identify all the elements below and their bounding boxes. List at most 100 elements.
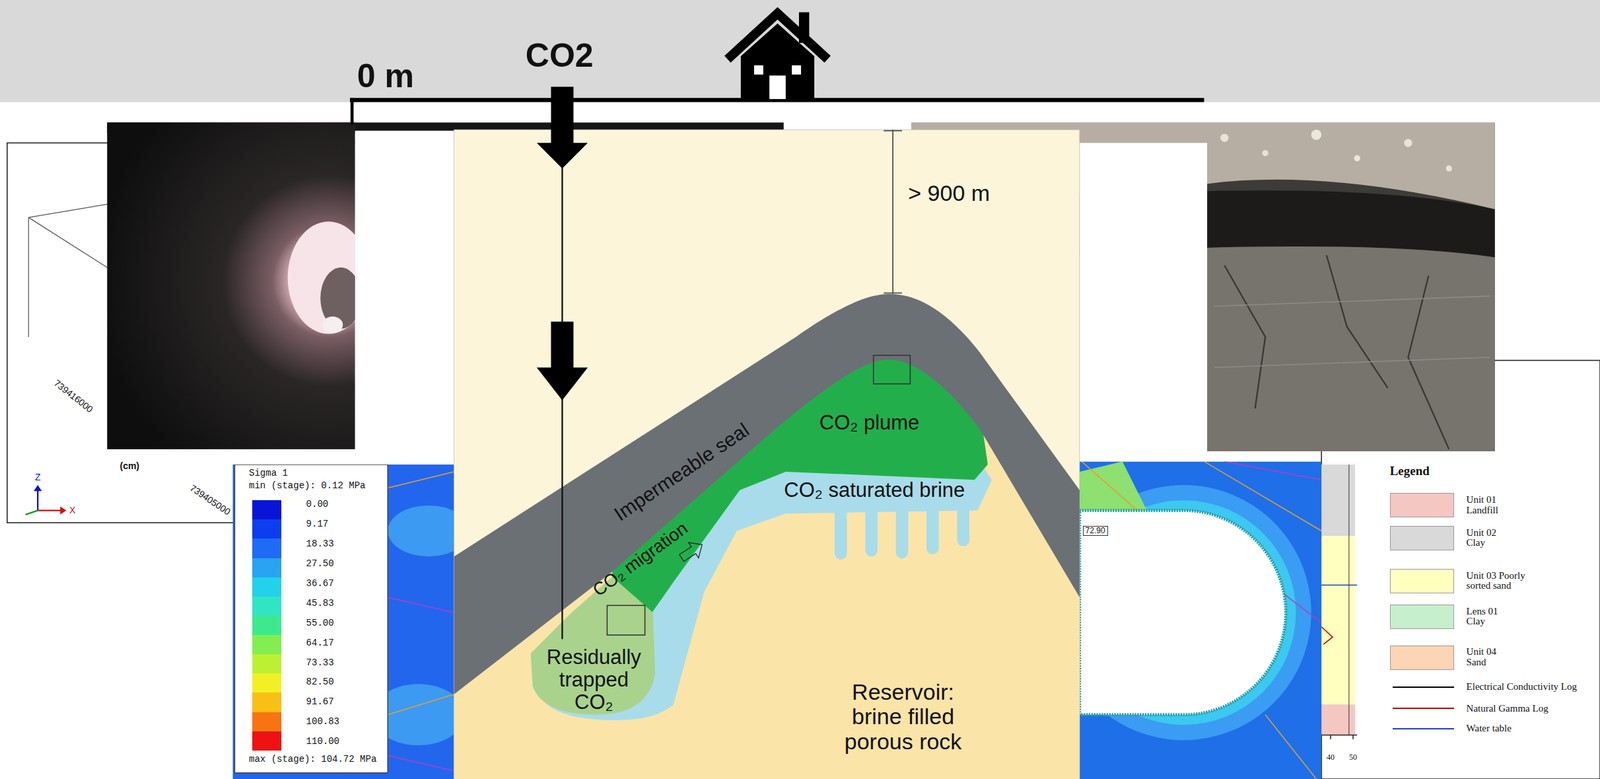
scale-value: 0.00: [306, 499, 329, 510]
scale-title: Sigma 1: [248, 468, 288, 479]
log-legend-panel-part: [1321, 734, 1357, 736]
scale-value: 36.67: [306, 578, 335, 589]
legend-swatch: [1390, 525, 1455, 551]
model-box-panel-part: [28, 217, 107, 268]
scale-swatch: [252, 692, 282, 712]
tunnel-photo-right-part: [1262, 149, 1269, 156]
scale-swatch: [252, 538, 282, 558]
stress-plot-right-part: [1079, 510, 1286, 715]
reservoir-label: Reservoir: brine filled porous rock: [837, 679, 970, 754]
log-legend-panel-part: [1321, 703, 1356, 735]
co2-storage-section-part: [873, 355, 911, 384]
scale-swatch: [252, 519, 282, 539]
stress-plot-left-part: [234, 464, 388, 773]
axis-letter: X: [69, 505, 76, 516]
log-legend-panel-part: [1352, 734, 1354, 739]
log-legend-panel-part: [1329, 734, 1332, 739]
co2-storage-section-part: [956, 505, 970, 547]
scale-swatch: [252, 634, 282, 655]
tunnel-photo-right-part: [1403, 138, 1412, 147]
legend-swatch: [1390, 604, 1455, 629]
model-box-panel-part: [37, 509, 62, 511]
distance-mark: 0 m: [357, 58, 415, 95]
depth-dimension: > 900 m: [907, 180, 990, 206]
house-icon-part: [791, 65, 801, 75]
top-band: [0, 0, 1600, 103]
log-legend-panel-part: [1321, 535, 1356, 704]
legend-swatch: [1390, 568, 1455, 593]
co2-storage-section-part: [926, 505, 940, 555]
scale-value: 55.00: [306, 618, 335, 628]
model-box-panel-part: [28, 217, 30, 337]
co2-storage-section-part: [892, 129, 894, 294]
stress-plot-left-part: [387, 596, 454, 771]
axis-tick-label: 50: [1349, 752, 1357, 762]
co2-storage-section-part: [834, 505, 848, 560]
stress-plot-right: [1079, 460, 1322, 779]
tunnel-photo-left-part: [322, 316, 343, 333]
legend-text: Water table: [1466, 723, 1512, 734]
model-box-panel-part: [28, 204, 107, 218]
scale-value: 18.33: [306, 538, 335, 549]
legend-text: Unit 03 Poorly sorted sand: [1466, 570, 1546, 592]
legend-line-sample: [1392, 727, 1455, 730]
scale-swatch: [252, 711, 282, 732]
legend-line-sample: [1392, 686, 1455, 688]
axis-letter: Z: [34, 472, 41, 483]
injection-well-part: [550, 86, 574, 144]
scale-swatch: [252, 615, 282, 636]
legend-text: Natural Gamma Log: [1466, 703, 1549, 714]
tunnel-photo-left-part: [355, 130, 455, 473]
scale-value: 110.00: [306, 736, 340, 747]
scale-swatch: [252, 672, 282, 693]
house-icon-part: [740, 23, 815, 100]
injection-well-part: [550, 321, 574, 369]
scale-swatch: [252, 730, 282, 751]
stress-plot-right-part: [1079, 499, 1297, 725]
scale-min: min (stage): 0.12 MPa: [248, 480, 366, 491]
stress-plot-left-part: [387, 505, 454, 557]
stress-plot-right-part: [1079, 460, 1149, 516]
injection-well-part: [536, 367, 588, 400]
tunnel-photo-right-part: [1214, 295, 1490, 368]
co2-storage-section-part: [883, 292, 903, 294]
co2-storage-section-part: [883, 130, 903, 132]
co2-storage-section: [454, 129, 1080, 779]
stress-plot-right-part: [1079, 484, 1312, 740]
co2-storage-section-part: [896, 505, 909, 558]
log-legend-panel-part: [1321, 626, 1333, 644]
legend-line-sample: [1392, 707, 1455, 709]
tunnel-photo-right-part: [1354, 155, 1361, 162]
surface-line: [349, 97, 1204, 125]
scale-swatch: [252, 577, 282, 597]
model-box-panel-part: [60, 505, 67, 514]
house-icon-part: [754, 65, 764, 75]
tunnel-photo-right-part: [1224, 254, 1449, 450]
injection-well: [536, 86, 588, 639]
scale-value: 45.83: [306, 598, 335, 609]
legend-title: Legend: [1390, 464, 1430, 479]
legend-text: Electrical Conductivity Log: [1466, 681, 1577, 693]
scale-value: 64.17: [306, 637, 335, 648]
legend-text: Lens 01 Clay: [1466, 606, 1507, 628]
legend-swatch: [1390, 645, 1455, 670]
residual-label: Residually trapped CO₂: [540, 645, 647, 714]
scale-swatch: [252, 653, 282, 674]
scale-value: 9.17: [306, 519, 329, 529]
co2-storage-section-part: [606, 604, 645, 635]
stress-plot-left: [232, 464, 454, 779]
scale-swatch: [252, 596, 282, 617]
house-icon-part: [769, 75, 786, 100]
house-icon: [727, 12, 828, 100]
legend-text: Unit 04 Sand: [1466, 646, 1507, 668]
scale-value: 73.33: [306, 657, 335, 668]
stress-plot-left-part: [387, 471, 454, 715]
brine-label: CO₂ saturated brine: [783, 478, 965, 502]
surface-line-part: [350, 97, 354, 125]
scale-value: 27.50: [306, 558, 335, 569]
tunnel-photo-right-part: [1446, 165, 1453, 172]
scale-value: 100.83: [306, 716, 340, 727]
top-band-part: [0, 0, 1600, 103]
